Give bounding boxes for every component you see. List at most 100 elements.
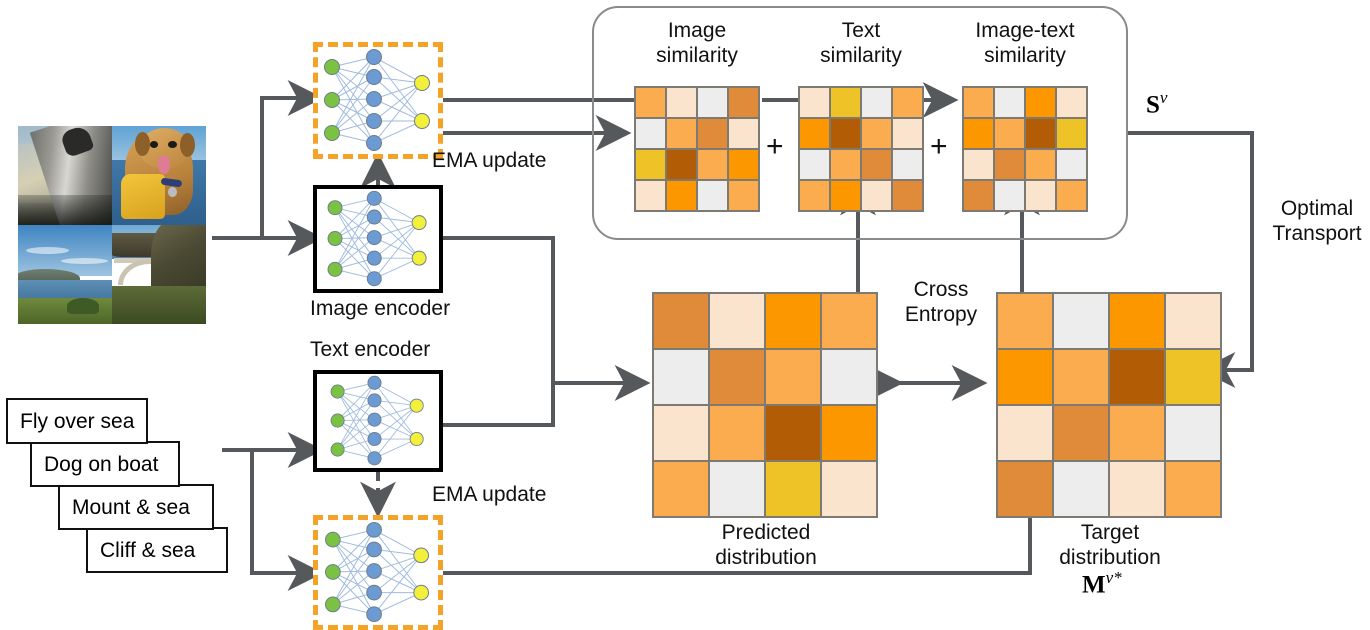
momentum-text-encoder[interactable] xyxy=(313,515,443,630)
matrix-cell xyxy=(1166,294,1220,348)
matrix-cell xyxy=(654,462,708,516)
matrix-cell xyxy=(1054,350,1108,404)
text-encoder[interactable] xyxy=(313,370,443,472)
matrix-cell xyxy=(862,88,891,117)
matrix-cell xyxy=(995,88,1024,117)
matrix-cell xyxy=(831,150,860,179)
matrix-cell xyxy=(862,150,891,179)
mlp-diagram xyxy=(325,521,430,623)
matrix-cell xyxy=(1054,406,1108,460)
matrix-cell xyxy=(893,150,922,179)
matrix-cell xyxy=(893,181,922,210)
matrix-cell xyxy=(822,462,876,516)
matrix-cell xyxy=(1054,462,1108,516)
m-v-symbol: Mv* xyxy=(1082,568,1122,599)
matrix-cell xyxy=(654,294,708,348)
matrix-cell xyxy=(636,88,665,117)
photo-cliff-bridge-and-sea xyxy=(112,225,206,324)
momentum-image-encoder[interactable] xyxy=(313,42,443,159)
matrix-cell xyxy=(1026,119,1055,148)
image-encoder[interactable] xyxy=(313,185,443,293)
mlp-diagram xyxy=(327,190,427,287)
matrix-cell xyxy=(1166,406,1220,460)
matrix-cell xyxy=(964,181,993,210)
matrix-cell xyxy=(1110,350,1164,404)
s-symbol-letter: S xyxy=(1146,91,1160,119)
matrix-cell xyxy=(729,150,758,179)
matrix-cell xyxy=(766,406,820,460)
caption-box-2: Dog on boat xyxy=(30,441,180,487)
matrix-cell xyxy=(766,350,820,404)
matrix-cell xyxy=(893,119,922,148)
plus-sign-2: + xyxy=(930,130,948,163)
matrix-cell xyxy=(1026,150,1055,179)
matrix-cell xyxy=(1057,150,1086,179)
mlp-diagram xyxy=(330,375,424,466)
matrix-cell xyxy=(964,150,993,179)
matrix-cell xyxy=(800,181,829,210)
matrix-cell xyxy=(893,88,922,117)
matrix-cell xyxy=(1110,406,1164,460)
matrix-cell xyxy=(998,406,1052,460)
matrix-cell xyxy=(1166,462,1220,516)
matrix-cell xyxy=(636,119,665,148)
matrix-cell xyxy=(698,119,727,148)
matrix-cell xyxy=(964,119,993,148)
matrix-cell xyxy=(998,350,1052,404)
caption-box-3: Mount & sea xyxy=(58,484,214,530)
matrix-cell xyxy=(766,294,820,348)
matrix-cell xyxy=(667,119,696,148)
matrix-cell xyxy=(636,150,665,179)
matrix-cell xyxy=(1026,88,1055,117)
matrix-cell xyxy=(862,119,891,148)
matrix-cell xyxy=(831,88,860,117)
matrix-cell xyxy=(636,181,665,210)
plus-sign-1: + xyxy=(766,130,784,163)
matrix-cell xyxy=(800,88,829,117)
matrix-cell xyxy=(1110,294,1164,348)
matrix-cell xyxy=(698,150,727,179)
matrix-cell xyxy=(667,150,696,179)
matrix-cell xyxy=(1057,181,1086,210)
matrix-image-text-similarity xyxy=(962,86,1088,212)
matrix-cell xyxy=(710,462,764,516)
matrix-cell xyxy=(729,181,758,210)
matrix-cell xyxy=(729,119,758,148)
s-v-symbol: Sv xyxy=(1146,88,1167,119)
matrix-cell xyxy=(1166,350,1220,404)
caption-box-1: Fly over sea xyxy=(6,398,148,444)
ema-update-label-top: EMA update xyxy=(432,149,547,172)
matrix-cell xyxy=(667,88,696,117)
matrix-cell xyxy=(822,406,876,460)
matrix-cell xyxy=(995,119,1024,148)
similarity-aggregation-box xyxy=(592,6,1128,240)
matrix-cell xyxy=(1054,294,1108,348)
s-symbol-superscript: v xyxy=(1159,88,1168,107)
matrix-cell xyxy=(710,350,764,404)
matrix-cell xyxy=(1057,119,1086,148)
photo-airplane-wing-over-sea xyxy=(18,126,112,225)
image-batch xyxy=(18,126,206,324)
matrix-cell xyxy=(998,462,1052,516)
image-encoder-label: Image encoder xyxy=(310,297,451,320)
matrix-cell xyxy=(698,88,727,117)
matrix-image-similarity xyxy=(634,86,760,212)
matrix-cell xyxy=(710,406,764,460)
matrix-cell xyxy=(654,350,708,404)
matrix-cell xyxy=(995,150,1024,179)
matrix-cell xyxy=(995,181,1024,210)
matrix-cell xyxy=(822,350,876,404)
matrix-cell xyxy=(998,294,1052,348)
ema-update-label-bottom: EMA update xyxy=(432,483,547,506)
matrix-text-similarity xyxy=(798,86,924,212)
matrix-cell xyxy=(862,181,891,210)
matrix-cell xyxy=(1026,181,1055,210)
matrix-cell xyxy=(1057,88,1086,117)
